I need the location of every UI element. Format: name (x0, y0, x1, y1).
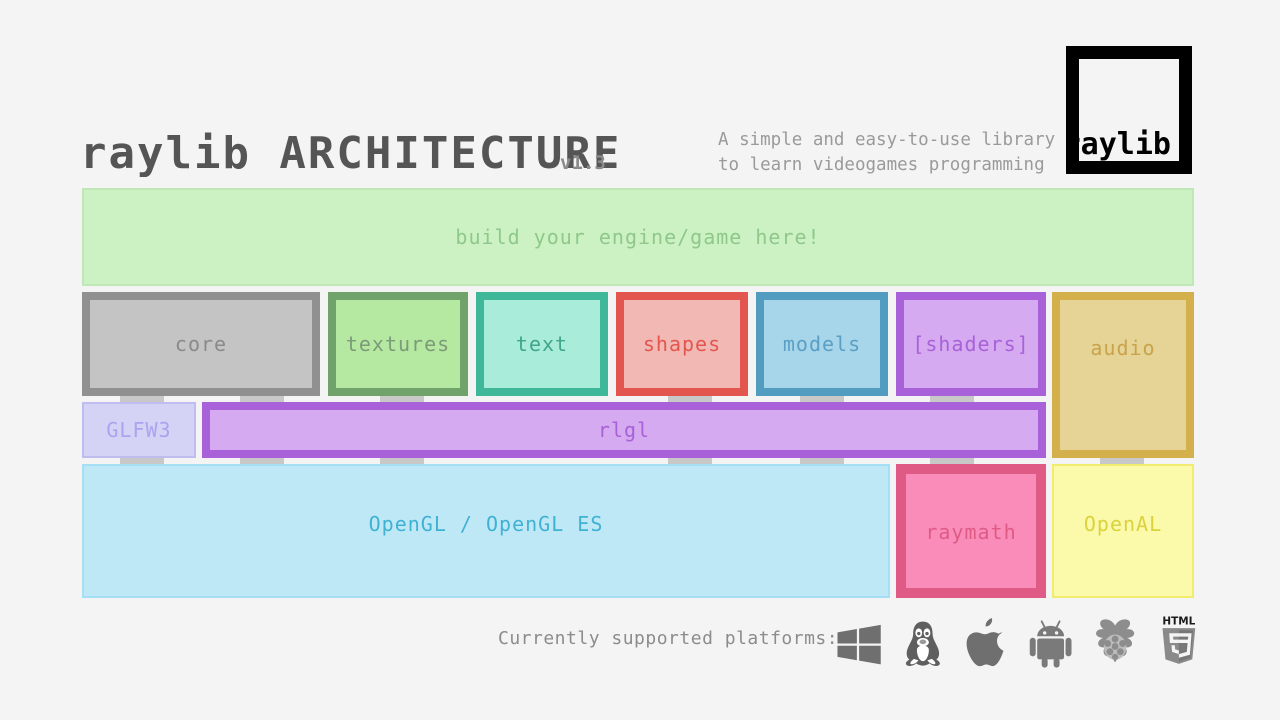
platforms-label: Currently supported platforms: (498, 628, 839, 649)
windows-icon (837, 624, 881, 665)
connector-tab-upper-0 (120, 393, 164, 403)
layer-glfw3[interactable]: GLFW3 (82, 402, 196, 458)
layer-opengl-opengl-es[interactable]: OpenGL / OpenGL ES (82, 464, 890, 598)
layer-rlgl[interactable]: rlgl (202, 402, 1046, 458)
banner-build-your-game[interactable]: build your engine/game here! (82, 188, 1194, 286)
layer-openal[interactable]: OpenAL (1052, 464, 1194, 598)
connector-tab-lower-0 (120, 455, 164, 465)
version-label: v1.3 (560, 152, 606, 174)
module-models-label: models (782, 332, 862, 356)
module-text-label: text (515, 332, 569, 356)
raylib-logo: raylib (1062, 46, 1192, 174)
module-textures-label: textures (345, 332, 451, 356)
html5-icon: HTML (1163, 615, 1196, 664)
layer-openal-label: OpenAL (1083, 512, 1163, 536)
module-shaders-label: [shaders] (912, 332, 1030, 356)
connector-tab-upper-3 (668, 393, 712, 403)
layer-rlgl-label: rlgl (597, 418, 651, 442)
module-text[interactable]: text (476, 292, 608, 396)
connector-tab-lower-2 (380, 455, 424, 465)
module-core-label: core (174, 332, 228, 356)
connector-tab-lower-4 (800, 455, 844, 465)
raspberry-pi-icon (1096, 619, 1135, 663)
module-shapes[interactable]: shapes (616, 292, 748, 396)
module-audio[interactable]: audio (1052, 292, 1194, 458)
connector-tab-upper-5 (930, 393, 974, 403)
connector-tab-upper-1 (240, 393, 284, 403)
layer-raymath[interactable]: raymath (896, 464, 1046, 598)
layer-opengl-opengl-es-label: OpenGL / OpenGL ES (368, 512, 604, 536)
apple-icon (966, 618, 1004, 667)
connector-tab-upper-4 (800, 393, 844, 403)
module-shapes-label: shapes (642, 332, 722, 356)
connector-tab-lower-3 (668, 455, 712, 465)
page-title: raylib ARCHITECTURE (80, 128, 622, 179)
connector-tab-lower-1 (240, 455, 284, 465)
connector-tab-lower-6 (1100, 455, 1144, 465)
layer-raymath-label: raymath (925, 520, 1017, 544)
android-icon (1029, 620, 1072, 668)
module-textures[interactable]: textures (328, 292, 468, 396)
module-models[interactable]: models (756, 292, 888, 396)
raylib-logo-text: raylib (1062, 127, 1171, 162)
module-core[interactable]: core (82, 292, 320, 396)
svg-text:HTML: HTML (1163, 615, 1196, 627)
tagline: A simple and easy-to-use library to lear… (718, 130, 1056, 175)
layer-glfw3-label: GLFW3 (106, 418, 172, 442)
module-audio-label: audio (1090, 336, 1156, 360)
linux-icon (906, 621, 941, 666)
platform-icons-row: HTML (836, 604, 1200, 676)
connector-tab-lower-5 (930, 455, 974, 465)
module-shaders[interactable]: [shaders] (896, 292, 1046, 396)
banner-build-your-game-label: build your engine/game here! (455, 225, 821, 249)
connector-tab-upper-2 (380, 393, 424, 403)
